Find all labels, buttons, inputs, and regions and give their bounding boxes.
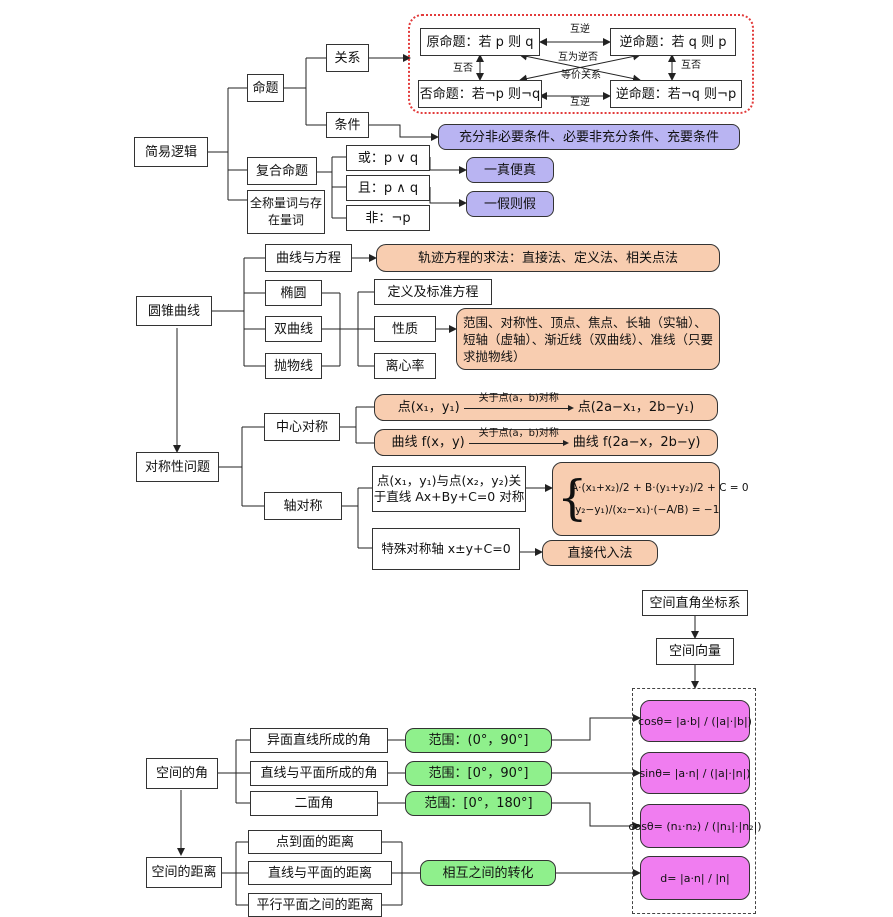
parabola-node: 抛物线 [265, 353, 322, 379]
mutual-negation-left: 互否 [453, 62, 473, 74]
formula-dihedral: cosθ= (n₁·n₂) / (|n₁|·|n₂|) [628, 804, 762, 848]
logic-root: 简易逻辑 [134, 137, 208, 167]
range-line-plane: 范围：[0°，90°] [405, 761, 552, 786]
conic-root: 圆锥曲线 [136, 296, 212, 326]
or-node: 或：p ∨ q [346, 145, 430, 171]
formula-frame [632, 688, 756, 914]
system-line-1: A·(x₁+x₂)/2 + B·(y₁+y₂)/2 + C = 0 [571, 482, 749, 494]
curve-sym-from: 曲线 f(x，y) [391, 435, 465, 450]
mutual-negation-right: 互否 [681, 59, 701, 71]
curve-sym-label: 关于点(a，b)对称 [478, 428, 559, 439]
relation-frame [408, 14, 754, 114]
curve-sym-to: 曲线 f(2a−x，2b−y) [572, 435, 701, 450]
inverse-proposition: 否命题：若¬p 则¬q [418, 80, 542, 108]
one-true-node: 一真便真 [466, 157, 554, 183]
curve-equation-node: 曲线与方程 [265, 244, 352, 272]
mutual-inverse-top: 互逆 [570, 23, 590, 35]
definition-node: 定义及标准方程 [374, 279, 492, 305]
mutual-inverse-bottom: 互逆 [570, 96, 590, 108]
mutual-conversion: 相互之间的转化 [420, 860, 556, 886]
property-node: 性质 [374, 316, 436, 342]
symmetry-root: 对称性问题 [136, 452, 219, 482]
axis-equation-system: { A·(x₁+x₂)/2 + B·(y₁+y₂)/2 + C = 0 (y₂−… [552, 462, 749, 536]
hyperbola-node: 双曲线 [265, 316, 322, 342]
proposition-node: 命题 [247, 74, 284, 102]
line-plane-distance: 直线与平面的距离 [248, 861, 392, 885]
point-sym-to: 点(2a−x₁，2b−y₁) [577, 400, 695, 415]
contrapositive-proposition: 逆命题：若¬q 则¬p [610, 80, 742, 108]
range-skew: 范围：(0°，90°] [405, 728, 552, 753]
curve-symmetry: 曲线 f(x，y) 关于点(a，b)对称 曲线 f(2a−x，2b−y) [374, 428, 718, 456]
axis-points-node: 点(x₁，y₁)与点(x₂，y₂)关于直线 Ax+By+C=0 对称 [372, 466, 526, 512]
space-distance-root: 空间的距离 [146, 857, 222, 888]
original-proposition: 原命题：若 p 则 q [420, 28, 540, 56]
condition-node: 条件 [326, 112, 369, 138]
condition-types: 充分非必要条件、必要非充分条件、充要条件 [438, 124, 740, 150]
one-false-node: 一假则假 [466, 191, 554, 217]
axis-symmetry-node: 轴对称 [264, 492, 342, 520]
range-dihedral: 范围：[0°，180°] [405, 791, 552, 816]
coord-system-node: 空间直角坐标系 [642, 590, 748, 616]
curve-sym-arrow: 关于点(a，b)对称 [468, 428, 569, 450]
point-symmetry: 点(x₁，y₁) 关于点(a，b)对称 点(2a−x₁，2b−y₁) [374, 393, 718, 421]
space-angle-root: 空间的角 [146, 758, 218, 789]
ellipse-node: 椭圆 [265, 280, 322, 306]
point-sym-from: 点(x₁，y₁) [397, 400, 460, 415]
equivalence-label: 等价关系 [561, 69, 601, 81]
and-node: 且：p ∧ q [346, 175, 430, 201]
formula-line-plane: sinθ= |a·n| / (|a|·|n|) [639, 752, 751, 794]
system-brace: { [557, 470, 588, 526]
compound-node: 复合命题 [247, 157, 317, 185]
line-plane-angle-node: 直线与平面所成的角 [250, 761, 388, 786]
point-sym-arrow: 关于点(a，b)对称 [463, 393, 574, 415]
system-line-2: (y₂−y₁)/(x₂−x₁)·(−A/B) = −1 [571, 504, 720, 516]
space-vector-node: 空间向量 [656, 638, 734, 665]
converse-proposition: 逆命题：若 q 则 p [610, 28, 736, 56]
quantifier-node: 全称量词与存在量词 [247, 190, 325, 234]
center-symmetry-node: 中心对称 [264, 413, 340, 441]
skew-angle-node: 异面直线所成的角 [250, 728, 388, 753]
point-plane-distance: 点到面的距离 [248, 830, 382, 854]
formula-skew: cosθ= |a·b| / (|a|·|b|) [638, 700, 752, 742]
mutual-contrapositive: 互为逆否 [558, 51, 598, 63]
relation-node: 关系 [326, 44, 369, 72]
trajectory-methods: 轨迹方程的求法：直接法、定义法、相关点法 [376, 244, 720, 272]
formula-distance: d= |a·n| / |n| [640, 856, 750, 900]
dihedral-node: 二面角 [250, 791, 378, 816]
point-sym-label: 关于点(a，b)对称 [478, 393, 559, 404]
not-node: 非：¬p [346, 205, 430, 231]
plane-plane-distance: 平行平面之间的距离 [248, 893, 382, 917]
special-axis-node: 特殊对称轴 x±y+C=0 [372, 528, 520, 570]
direct-substitution: 直接代入法 [542, 540, 658, 566]
eccentricity-node: 离心率 [374, 353, 436, 379]
property-detail: 范围、对称性、顶点、焦点、长轴（实轴）、短轴（虚轴）、渐近线（双曲线）、准线（只… [456, 308, 720, 370]
